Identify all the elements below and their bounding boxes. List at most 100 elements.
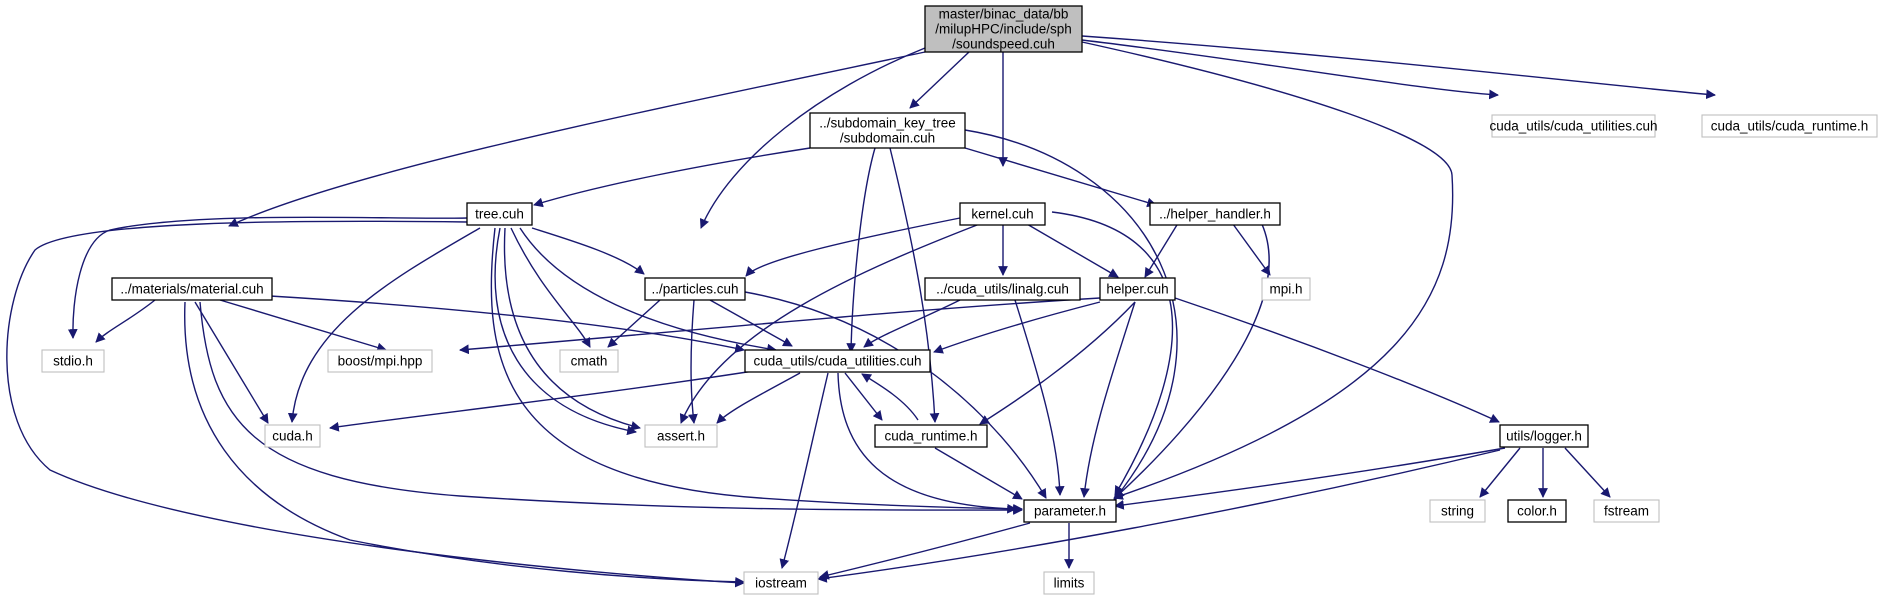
edge-subdomain-helper-handler — [964, 147, 1157, 208]
node-box — [924, 277, 1081, 301]
node-cuda-runtime-h-ext[interactable]: cuda_utils/cuda_runtime.h — [1701, 114, 1878, 138]
node-label: /milupHPC/include/sph — [935, 22, 1072, 37]
dependency-edges — [6, 35, 1716, 588]
node-string[interactable]: string — [1429, 499, 1486, 523]
node-linalg[interactable]: ../cuda_utils/linalg.cuh — [924, 277, 1081, 301]
edge-helper-cuda-utilities — [933, 301, 1101, 354]
node-cuda-utilities-cuh-ext[interactable]: cuda_utils/cuda_utilities.cuh — [1489, 114, 1658, 138]
edge-logger-fstream — [1564, 447, 1611, 498]
edge-logger-parameter — [1114, 447, 1506, 510]
node-assert[interactable]: assert.h — [644, 424, 718, 448]
edge-material-cuda-h — [194, 301, 269, 424]
node-label: kernel.cuh — [971, 207, 1033, 222]
node-parameter[interactable]: parameter.h — [1023, 499, 1117, 523]
edge-tree-parameter — [490, 227, 1023, 514]
node-cuda-h[interactable]: cuda.h — [264, 424, 321, 448]
node-box — [1099, 277, 1176, 301]
node-box — [111, 277, 273, 301]
node-label: color.h — [1517, 504, 1557, 519]
node-label: iostream — [755, 576, 807, 591]
node-box — [1701, 114, 1878, 138]
edge-helper-cuda-runtime — [979, 301, 1136, 425]
node-box — [466, 202, 533, 226]
edge-material-parameter — [199, 301, 1023, 515]
node-cuda-runtime[interactable]: cuda_runtime.h — [874, 424, 988, 448]
node-stdio[interactable]: stdio.h — [41, 349, 105, 373]
node-label: master/binac_data/bb — [939, 7, 1069, 22]
node-label: utils/logger.h — [1506, 429, 1582, 444]
edge-tree-cmath — [510, 227, 591, 348]
node-cuda-utilities[interactable]: cuda_utils/cuda_utilities.cuh — [744, 349, 931, 373]
node-box — [959, 202, 1046, 226]
edge-tree-cuda-h — [287, 227, 481, 423]
node-label: stdio.h — [53, 354, 93, 369]
node-label: fstream — [1604, 504, 1649, 519]
node-helper[interactable]: helper.cuh — [1099, 277, 1176, 301]
node-limits[interactable]: limits — [1043, 571, 1095, 595]
node-logger[interactable]: utils/logger.h — [1499, 424, 1589, 448]
edge-particles-parameter — [744, 291, 1047, 499]
node-label: cuda_utils/cuda_utilities.cuh — [1489, 119, 1657, 134]
node-tree[interactable]: tree.cuh — [466, 202, 533, 226]
edge-subdomain-parameter — [964, 129, 1178, 501]
edge-helper-handler-helper — [1144, 219, 1181, 278]
node-label: cuda_utils/cuda_utilities.cuh — [753, 354, 921, 369]
edge-tree-particles — [531, 227, 645, 275]
edge-root-subdomain — [909, 51, 970, 109]
node-fstream[interactable]: fstream — [1593, 499, 1660, 523]
node-box — [1429, 499, 1486, 523]
edge-linalg-cuda-utilities — [863, 299, 961, 348]
edge-cuda-utilities-iostream — [779, 372, 829, 569]
node-box — [1043, 571, 1095, 595]
edge-material-iostream — [184, 301, 745, 587]
node-root[interactable]: master/binac_data/bb/milupHPC/include/sp… — [924, 5, 1083, 53]
edge-helper-handler-mpi — [1229, 219, 1271, 276]
edge-cuda-utilities-parameter — [837, 372, 1017, 514]
edge-material-stdio — [95, 299, 156, 343]
edge-subdomain-tree — [533, 147, 811, 208]
node-label: ../subdomain_key_tree — [819, 116, 956, 131]
edge-tree-assert-2 — [494, 227, 637, 436]
node-box — [1149, 202, 1281, 226]
edge-root-particles — [699, 47, 926, 229]
node-mpi[interactable]: mpi.h — [1261, 277, 1311, 301]
edge-particles-cmath — [607, 299, 661, 348]
edge-helper-logger — [1174, 297, 1500, 423]
node-label: /subdomain.cuh — [840, 131, 935, 146]
node-cmath[interactable]: cmath — [559, 349, 619, 373]
edge-particles-assert — [688, 299, 698, 424]
node-label: boost/mpi.hpp — [338, 354, 423, 369]
edge-kernel-assert — [679, 219, 991, 424]
edge-cuda-utilities-cuda-h — [329, 369, 761, 432]
node-label: assert.h — [657, 429, 705, 444]
node-label: tree.cuh — [475, 207, 524, 222]
edge-kernel-helper — [1019, 219, 1119, 278]
node-label: cuda_runtime.h — [884, 429, 977, 444]
edge-material-cuda-utilities — [269, 295, 745, 353]
node-iostream[interactable]: iostream — [743, 571, 819, 595]
node-color[interactable]: color.h — [1507, 499, 1567, 523]
node-particles[interactable]: ../particles.cuh — [644, 277, 746, 301]
edge-logger-iostream — [817, 449, 1501, 583]
node-box — [924, 5, 1083, 53]
node-material[interactable]: ../materials/material.cuh — [111, 277, 273, 301]
node-helper-handler[interactable]: ../helper_handler.h — [1149, 202, 1281, 226]
node-label: parameter.h — [1034, 504, 1106, 519]
node-label: /soundspeed.cuh — [952, 37, 1055, 52]
edge-tree-stdio — [67, 216, 468, 339]
edge-cuda-runtime-cuda-utilities — [861, 373, 919, 421]
edge-cuda-utilities-cuda-runtime — [844, 372, 883, 421]
node-box — [743, 571, 819, 595]
graph-nodes: master/binac_data/bb/milupHPC/include/sp… — [41, 5, 1878, 595]
node-label: ../particles.cuh — [651, 282, 738, 297]
node-box — [264, 424, 321, 448]
node-subdomain[interactable]: ../subdomain_key_tree/subdomain.cuh — [809, 112, 966, 149]
edge-material-boost-mpi — [219, 299, 387, 353]
node-box — [1023, 499, 1117, 523]
node-kernel[interactable]: kernel.cuh — [959, 202, 1046, 226]
node-boost-mpi[interactable]: boost/mpi.hpp — [327, 349, 433, 373]
node-box — [744, 349, 931, 373]
edge-particles-cuda-utilities — [709, 299, 793, 347]
edge-tree-cuda-utilities — [519, 227, 777, 354]
